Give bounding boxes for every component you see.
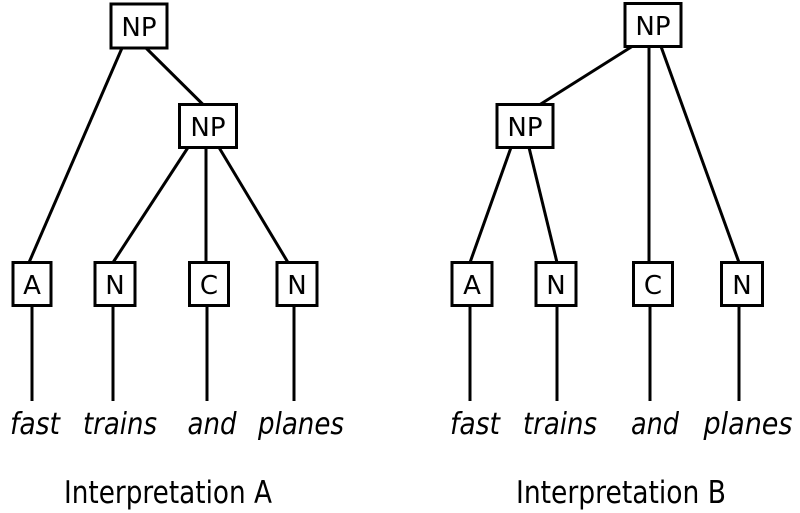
tree-b-node-box-np-root — [623, 2, 683, 48]
tree-a-branch-np-root-np-inner — [144, 46, 205, 106]
tree-b-branch-np-root-n2 — [659, 45, 741, 264]
tree-a-node-label-n2: N — [287, 271, 306, 301]
tree-a-branch-np-root-a — [27, 47, 124, 264]
tree-b-word-and: and — [631, 407, 680, 442]
tree-a-word-trains: trains — [83, 407, 157, 442]
tree-a-branch-np-inner-n1 — [111, 146, 190, 264]
tree-b-branch-np-inner-a — [468, 146, 513, 264]
tree-b-word-trains: trains — [523, 407, 597, 442]
tree-b-node-label-np-inner: NP — [507, 113, 542, 143]
tree-b-node-box-a — [450, 261, 494, 307]
tree-a-caption: Interpretation A — [64, 475, 272, 511]
tree-a-node-box-np-root — [109, 2, 169, 50]
tree-a-node-label-n1: N — [105, 271, 124, 301]
tree-a-word-fast: fast — [10, 407, 61, 442]
tree-a-node-box-a — [11, 261, 53, 307]
tree-b-node-label-n2: N — [732, 271, 751, 301]
tree-a-node-label-np-inner: NP — [190, 113, 225, 143]
tree-a-node-box-np-inner — [178, 103, 238, 149]
tree-a-node-box-n1 — [93, 261, 137, 307]
tree-a-node-label-np-root: NP — [121, 13, 156, 43]
tree-a-branch-np-inner-n2 — [217, 146, 290, 264]
tree-a-word-and: and — [188, 407, 238, 442]
tree-b-node-label-a: A — [463, 271, 481, 301]
tree-b-node-label-c: C — [644, 271, 662, 301]
tree-a-word-planes: planes — [257, 407, 344, 442]
tree-b-node-box-c — [632, 261, 674, 307]
tree-b-caption: Interpretation B — [516, 475, 726, 511]
tree-b-word-planes: planes — [703, 407, 793, 442]
tree-b-node-label-np-root: NP — [635, 12, 670, 42]
tree-a-node-label-a: A — [23, 271, 41, 301]
tree-a-node-label-c: C — [200, 271, 218, 301]
tree-b-node-box-np-inner — [495, 103, 555, 149]
tree-a-node-box-c — [188, 261, 230, 307]
tree-b-node-box-n1 — [534, 261, 578, 307]
tree-b-branch-np-root-np-inner — [539, 45, 633, 106]
tree-b-branch-np-inner-n1 — [527, 147, 559, 263]
tree-b-node-box-n2 — [720, 261, 764, 307]
tree-b-node-label-n1: N — [546, 271, 565, 301]
tree-b-word-fast: fast — [450, 407, 501, 442]
tree-a-node-box-n2 — [275, 261, 319, 307]
